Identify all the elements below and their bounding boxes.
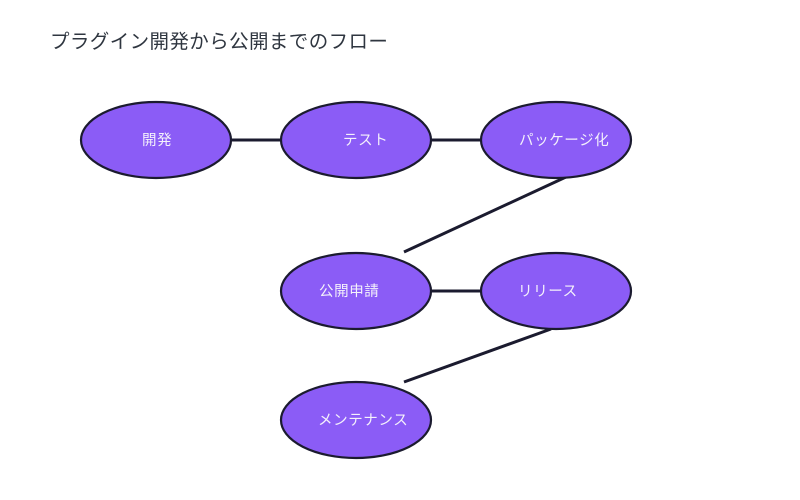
node-test-shape[interactable] xyxy=(279,100,433,180)
node-maintenance-label: メンテナンス xyxy=(318,413,408,429)
page-title: プラグイン開発から公開までのフロー xyxy=(50,30,388,53)
node-package[interactable]: パッケージ化 xyxy=(479,100,633,180)
node-submit-shape[interactable] xyxy=(279,251,433,331)
node-release-shape[interactable] xyxy=(479,251,633,331)
node-dev[interactable]: 開発 xyxy=(79,100,233,180)
node-test-label: テスト xyxy=(343,133,388,149)
node-package-label: パッケージ化 xyxy=(519,132,609,149)
node-submit[interactable]: 公開申請 xyxy=(279,251,433,331)
node-release[interactable]: リリース xyxy=(479,251,633,331)
node-submit-label: 公開申請 xyxy=(319,283,379,300)
node-package-shape[interactable] xyxy=(479,100,633,180)
node-release-label: リリース xyxy=(518,284,578,300)
node-test[interactable]: テスト xyxy=(279,100,433,180)
node-maintenance-shape[interactable] xyxy=(279,380,433,460)
edge-layer xyxy=(231,138,567,384)
edge-package-submit xyxy=(403,175,567,254)
node-dev-shape[interactable] xyxy=(79,100,233,180)
node-dev-label: 開発 xyxy=(142,132,172,149)
node-maintenance[interactable]: メンテナンス xyxy=(279,380,433,460)
edge-release-maintenance xyxy=(403,327,552,384)
node-layer: 開発 テスト パッケージ化 公開申請 リリース メンテナンス xyxy=(79,100,633,460)
